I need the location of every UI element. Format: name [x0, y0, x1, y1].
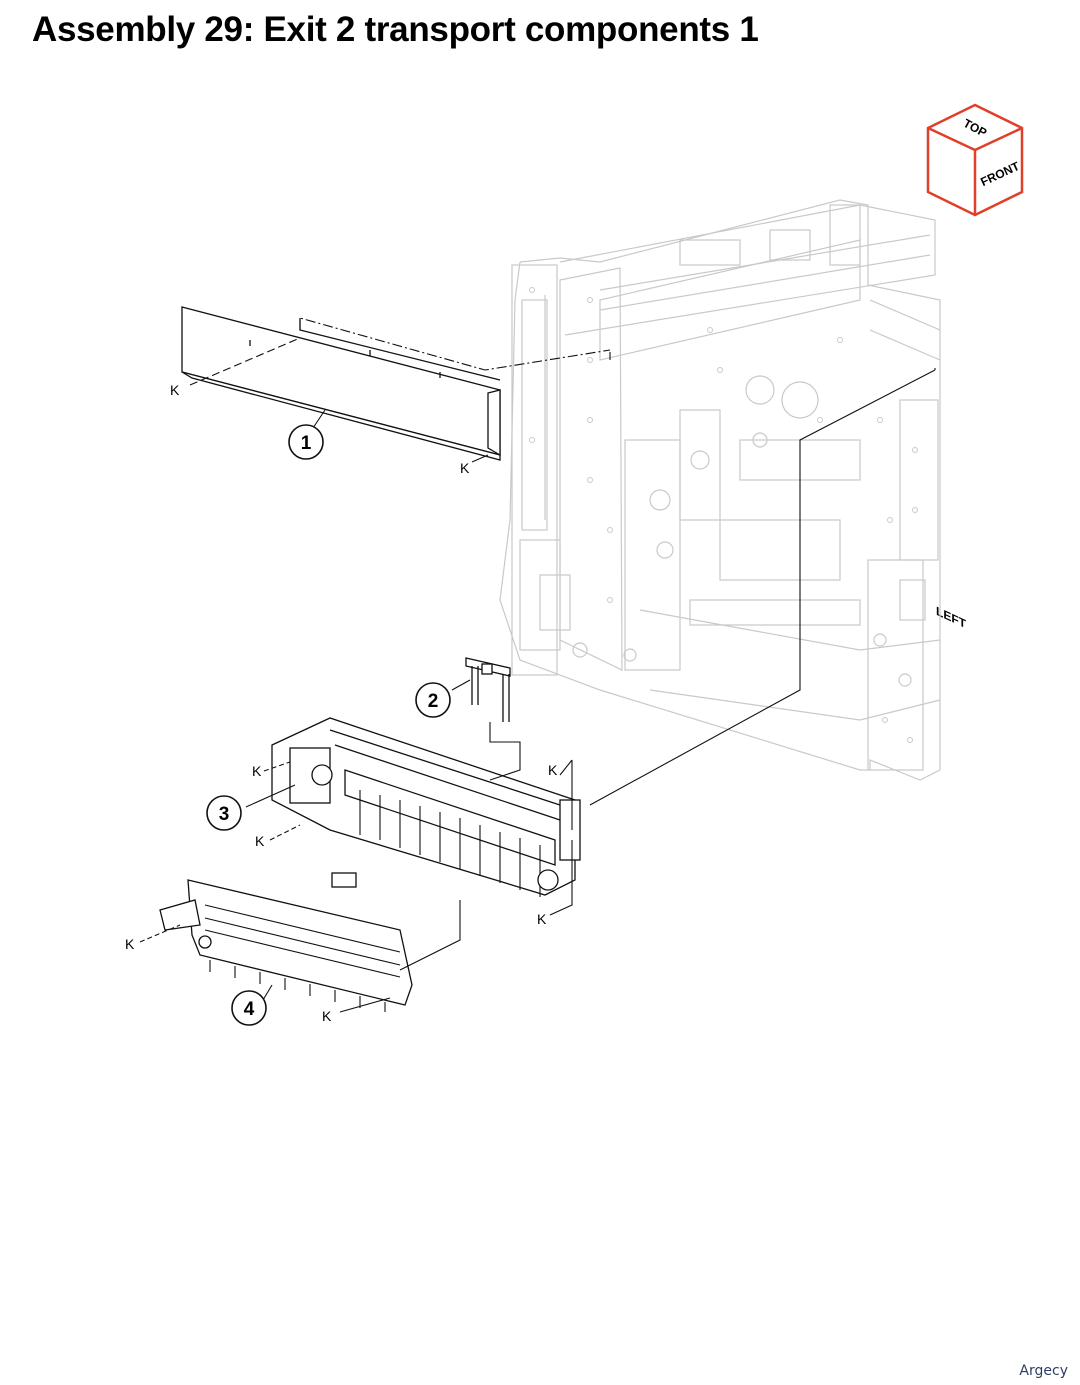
- footer-brand: Argecy: [1019, 1363, 1068, 1379]
- fastener-label: K: [252, 763, 262, 779]
- part-1-cover-panel: [181, 306, 501, 461]
- part-2-actuator: [465, 657, 511, 722]
- fastener-label: K: [125, 936, 135, 952]
- svg-text:2: 2: [428, 691, 439, 712]
- callout-1: 1: [288, 424, 324, 460]
- orientation-cube: TOP LEFT FRONT: [926, 103, 1024, 631]
- page-title: Assembly 29: Exit 2 transport components…: [32, 10, 759, 49]
- svg-text:3: 3: [219, 804, 230, 825]
- svg-text:4: 4: [244, 999, 255, 1020]
- callout-3: 3: [206, 795, 242, 831]
- part-4-lower-guide: [159, 872, 413, 1012]
- svg-text:1: 1: [301, 433, 312, 454]
- fastener-labels: K K K K K K K K: [125, 382, 558, 1024]
- callout-2: 2: [415, 682, 451, 718]
- callout-4: 4: [231, 990, 267, 1026]
- printer-frame-ghost: [499, 199, 941, 781]
- fastener-label: K: [322, 1008, 332, 1024]
- fastener-label: K: [548, 762, 558, 778]
- leader-lines: [139, 317, 936, 1013]
- fastener-label: K: [255, 833, 265, 849]
- fastener-label: K: [460, 460, 470, 476]
- fastener-label: K: [170, 382, 180, 398]
- part-3-exit-transport: [271, 717, 581, 897]
- fastener-label: K: [537, 911, 547, 927]
